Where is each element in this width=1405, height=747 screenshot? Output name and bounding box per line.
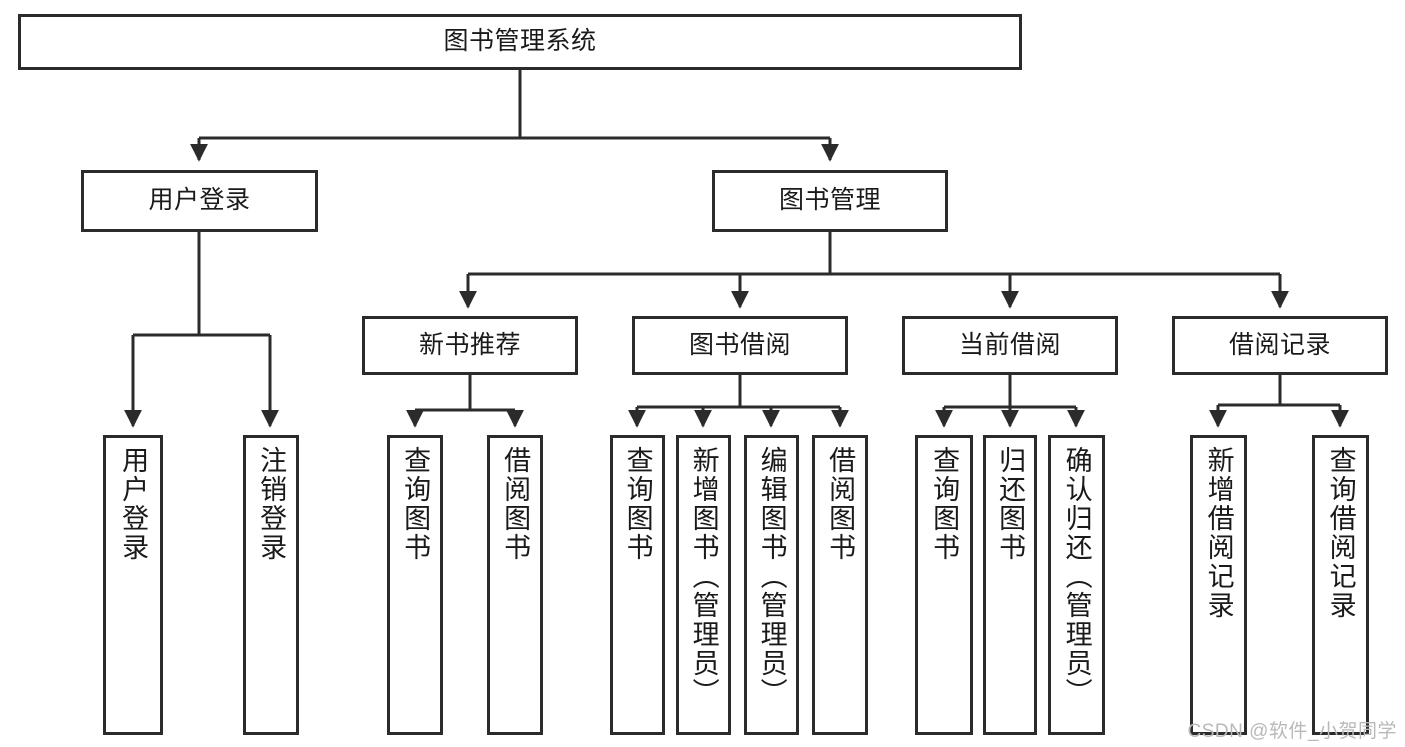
node-current-borrowing-label: 当前借阅 xyxy=(958,330,1061,359)
leaf-edit-book-admin-label: 编辑图书（管理员） xyxy=(756,446,787,707)
node-user-login-label: 用户登录 xyxy=(148,186,251,215)
leaf-edit-book-admin[interactable]: 编辑图书（管理员） xyxy=(744,435,799,735)
leaf-borrow-books-label: 借阅图书 xyxy=(825,446,856,562)
leaf-add-book-admin-label: 新增图书（管理员） xyxy=(688,446,719,707)
leaf-query-borrow-record[interactable]: 查询借阅记录 xyxy=(1312,435,1369,735)
leaf-borrow-books-recommendation[interactable]: 借阅图书 xyxy=(487,435,543,735)
leaf-query-books-borrowing-label: 查询图书 xyxy=(622,446,653,562)
node-book-management-label: 图书管理 xyxy=(778,186,881,215)
leaf-add-borrow-record[interactable]: 新增借阅记录 xyxy=(1190,435,1247,735)
node-root[interactable]: 图书管理系统 xyxy=(18,14,1022,70)
leaf-query-books-recommendation-label: 查询图书 xyxy=(400,446,431,562)
leaf-query-borrow-record-label: 查询借阅记录 xyxy=(1325,446,1356,620)
leaf-confirm-return-admin-label: 确认归还（管理员） xyxy=(1061,446,1092,707)
leaf-confirm-return-admin[interactable]: 确认归还（管理员） xyxy=(1048,435,1105,735)
leaf-add-borrow-record-label: 新增借阅记录 xyxy=(1203,446,1234,620)
leaf-borrow-books-recommendation-label: 借阅图书 xyxy=(500,446,531,562)
node-borrow-records-label: 借阅记录 xyxy=(1228,330,1331,359)
node-current-borrowing[interactable]: 当前借阅 xyxy=(902,316,1118,375)
node-book-borrowing-label: 图书借阅 xyxy=(688,330,791,359)
node-book-management[interactable]: 图书管理 xyxy=(712,170,948,232)
leaf-query-books-borrowing[interactable]: 查询图书 xyxy=(610,435,665,735)
leaf-logout[interactable]: 注销登录 xyxy=(243,435,299,735)
leaf-add-book-admin[interactable]: 新增图书（管理员） xyxy=(676,435,731,735)
leaf-return-books-label: 归还图书 xyxy=(995,446,1026,562)
node-new-book-recommendation[interactable]: 新书推荐 xyxy=(362,316,578,375)
leaf-user-login-label: 用户登录 xyxy=(118,446,149,562)
node-new-book-recommendation-label: 新书推荐 xyxy=(418,330,521,359)
node-user-login[interactable]: 用户登录 xyxy=(81,170,318,232)
leaf-logout-label: 注销登录 xyxy=(256,446,287,562)
leaf-borrow-books[interactable]: 借阅图书 xyxy=(812,435,868,735)
node-root-label: 图书管理系统 xyxy=(443,27,597,56)
leaf-query-books-current-label: 查询图书 xyxy=(929,446,960,562)
node-book-borrowing[interactable]: 图书借阅 xyxy=(632,316,848,375)
node-borrow-records[interactable]: 借阅记录 xyxy=(1172,316,1388,375)
leaf-query-books-recommendation[interactable]: 查询图书 xyxy=(387,435,443,735)
leaf-user-login[interactable]: 用户登录 xyxy=(103,435,163,735)
leaf-return-books[interactable]: 归还图书 xyxy=(983,435,1037,735)
leaf-query-books-current[interactable]: 查询图书 xyxy=(915,435,973,735)
